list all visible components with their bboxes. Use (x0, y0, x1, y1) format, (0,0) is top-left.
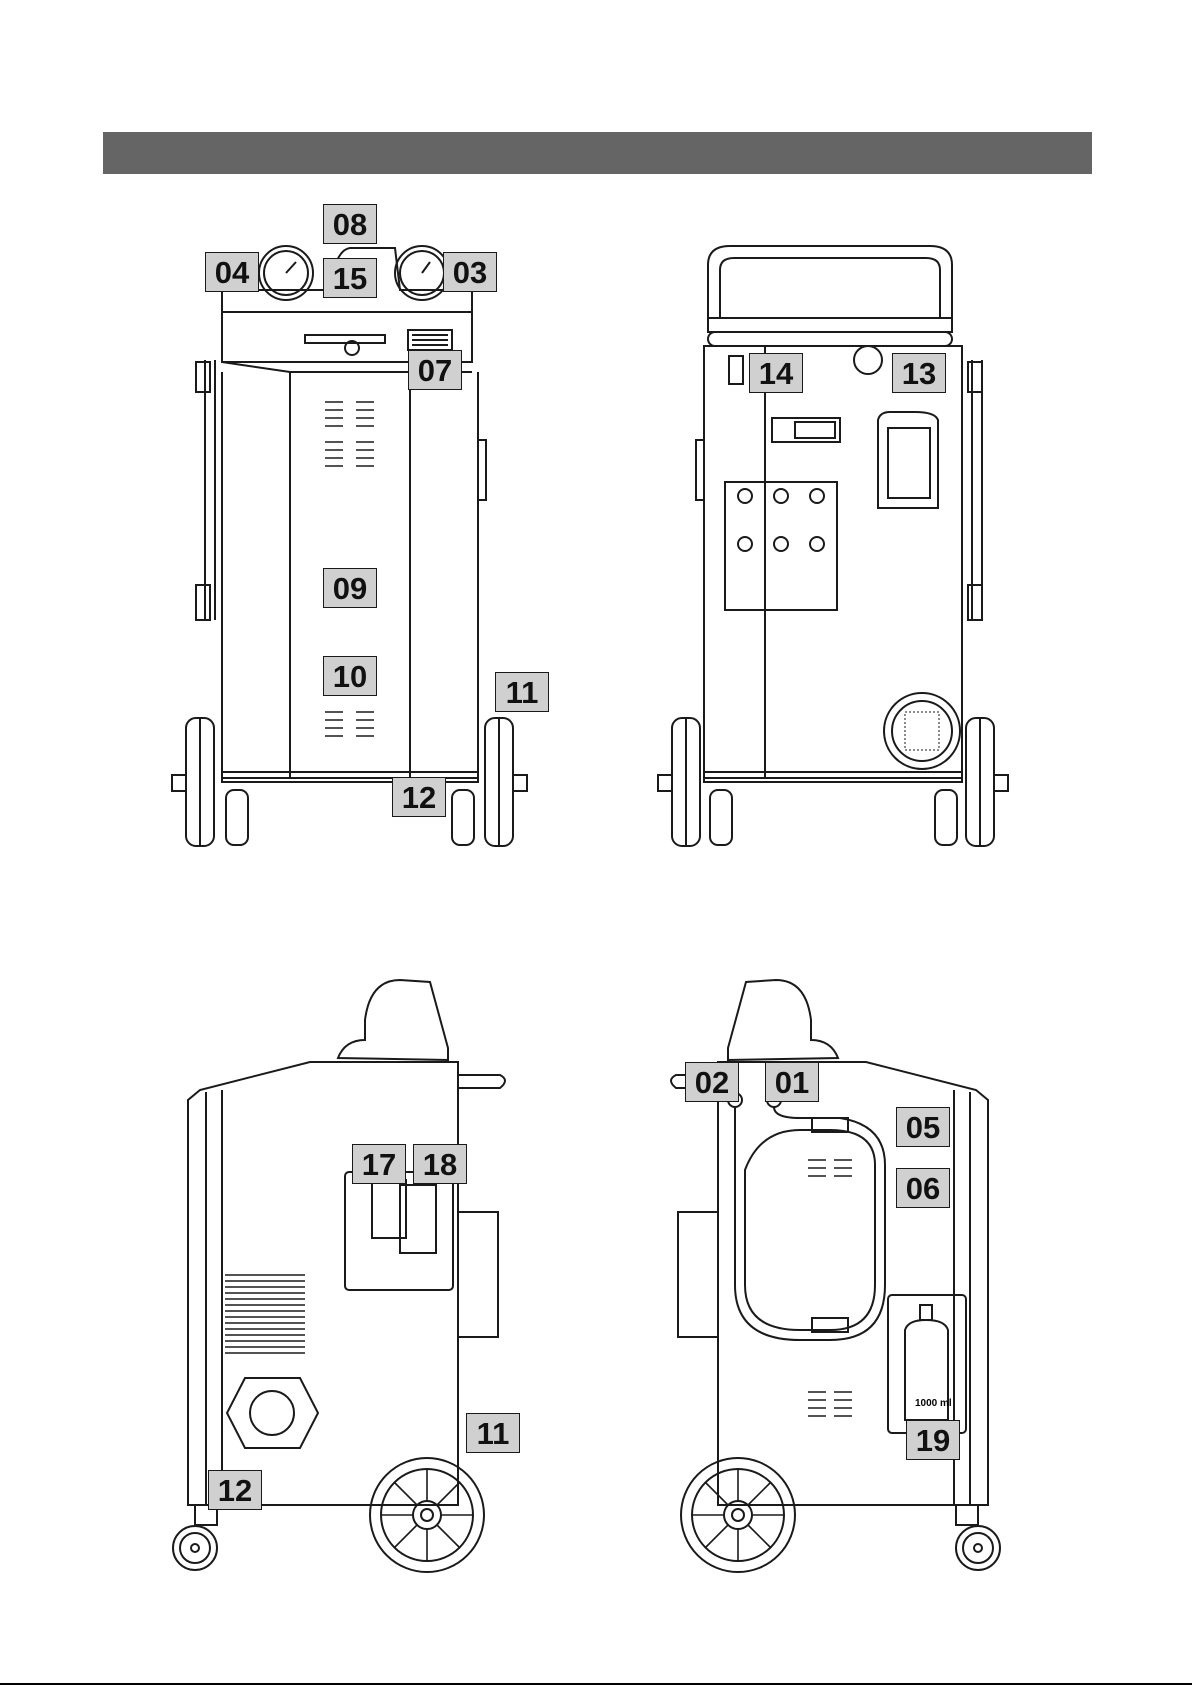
callout-05: 05 (896, 1107, 950, 1147)
callout-17: 17 (352, 1144, 406, 1184)
callout-12-front: 12 (392, 777, 446, 817)
callout-03: 03 (443, 252, 497, 292)
callout-12-side: 12 (208, 1470, 262, 1510)
callout-18: 18 (413, 1144, 467, 1184)
callout-01: 01 (765, 1062, 819, 1102)
callout-15: 15 (323, 258, 377, 298)
callout-06: 06 (896, 1168, 950, 1208)
callout-11-front: 11 (495, 672, 549, 712)
callout-13: 13 (892, 353, 946, 393)
callout-07: 07 (408, 350, 462, 390)
callout-11-side: 11 (466, 1413, 520, 1453)
callout-09: 09 (323, 568, 377, 608)
callout-10: 10 (323, 656, 377, 696)
callout-14: 14 (749, 353, 803, 393)
oil-tank-capacity-label: 1000 ml (915, 1398, 952, 1409)
callout-02: 02 (685, 1062, 739, 1102)
callout-04: 04 (205, 252, 259, 292)
callout-08: 08 (323, 204, 377, 244)
callout-19: 19 (906, 1420, 960, 1460)
